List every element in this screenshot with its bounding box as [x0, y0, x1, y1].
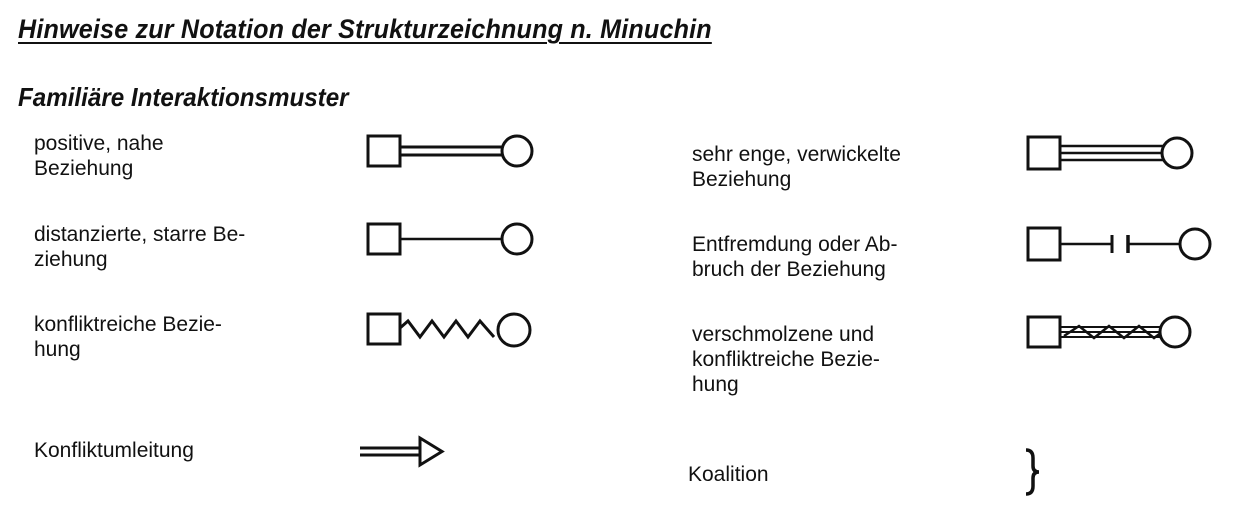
legend-label-fused-conflictual: verschmolzene und konfliktreiche Bezie- … [692, 323, 880, 396]
legend-label-positive-close: positive, nahe Beziehung [34, 132, 164, 180]
legend-label-coalition: Koalition [688, 463, 769, 486]
legend-label-conflict-detouring: Konfliktumleitung [34, 439, 194, 462]
double-shaft-arrow-icon [358, 432, 458, 472]
document-title: Hinweise zur Notation der Strukturzeichn… [18, 14, 712, 44]
legend-label-conflictual: konfliktreiche Bezie- hung [34, 313, 222, 361]
square-zigzag-circle-icon [364, 310, 534, 350]
legend-label-estrangement-breakup: Entfremdung oder Ab- bruch der Beziehung [692, 233, 898, 281]
square-double-line-circle-icon [364, 132, 534, 172]
legend-label-distanced-rigid: distanzierte, starre Be- ziehung [34, 223, 246, 271]
square-broken-line-circle-icon [1024, 223, 1224, 263]
square-triple-line-circle-icon [1024, 133, 1194, 173]
square-single-line-circle-icon [364, 220, 534, 260]
right-curly-brace-icon [1018, 446, 1048, 498]
square-triple-line-zigzag-circle-icon [1024, 312, 1194, 352]
legend-label-very-close-enmeshed: sehr enge, verwickelte Beziehung [692, 143, 901, 191]
section-heading: Familiäre Interaktionsmuster [18, 82, 349, 112]
